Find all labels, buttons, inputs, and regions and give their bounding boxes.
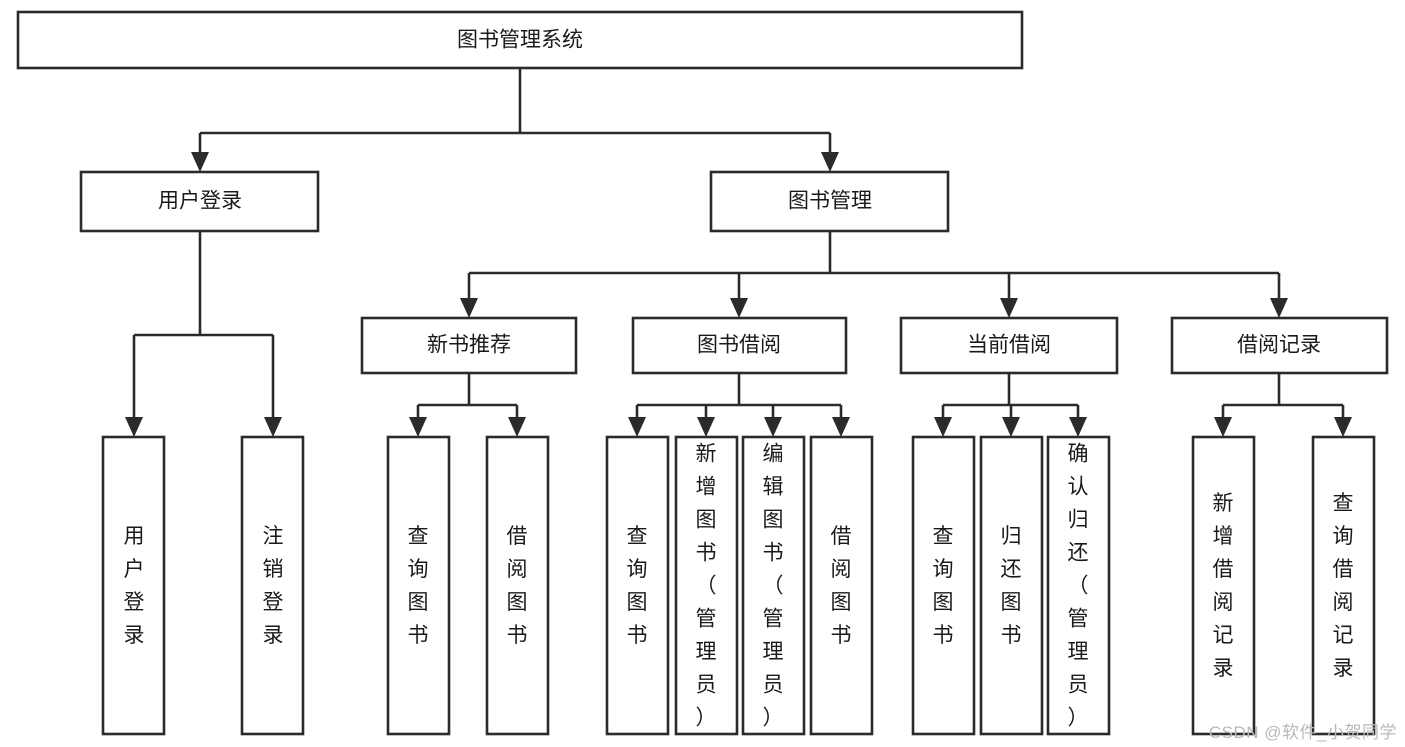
arrow-head-leaf-logout: [264, 417, 282, 437]
arrow-head-user-login: [191, 152, 209, 172]
node-leaf-query-borrow-record-label: 查询借阅记录: [1333, 492, 1354, 680]
node-leaf-query-book-recommend[interactable]: 查询图书: [386, 435, 451, 736]
arrow-head-new-book-recommend: [460, 298, 478, 318]
node-user-login[interactable]: 用户登录: [79, 170, 320, 233]
node-leaf-confirm-return[interactable]: 确认归还（管理员）: [1046, 435, 1111, 736]
node-leaf-query-book-recommend-box[interactable]: [386, 435, 451, 736]
node-leaf-return-book[interactable]: 归还图书: [979, 435, 1044, 736]
node-new-book-recommend[interactable]: 新书推荐: [360, 316, 578, 375]
node-leaf-add-borrow-record[interactable]: 新增借阅记录: [1191, 435, 1256, 736]
node-leaf-borrow-book-box[interactable]: [809, 435, 874, 736]
node-leaf-logout[interactable]: 注销登录: [240, 435, 305, 736]
arrow-head-leaf-return-book: [1002, 417, 1020, 437]
node-current-borrow[interactable]: 当前借阅: [899, 316, 1119, 375]
node-book-management-box[interactable]: [709, 170, 950, 233]
node-leaf-query-book-borrow-box[interactable]: [605, 435, 670, 736]
node-leaf-query-book-current-box[interactable]: [911, 435, 976, 736]
node-leaf-logout-label: 注销登录: [263, 525, 284, 647]
node-leaf-edit-book[interactable]: 编辑图书（管理员）: [741, 435, 806, 736]
node-new-book-recommend-label: 新书推荐: [427, 334, 511, 357]
node-new-book-recommend-box[interactable]: [360, 316, 578, 375]
arrow-head-leaf-query-book-current: [934, 417, 952, 437]
node-leaf-add-book[interactable]: 新增图书（管理员）: [674, 435, 739, 736]
node-book-management-label: 图书管理: [788, 190, 872, 213]
arrow-head-leaf-query-borrow-record: [1334, 417, 1352, 437]
node-leaf-confirm-return-box[interactable]: [1046, 435, 1111, 736]
node-leaf-borrow-book-label: 借阅图书: [831, 525, 852, 647]
arrow-head-leaf-query-book-recommend: [409, 417, 427, 437]
node-leaf-edit-book-box[interactable]: [741, 435, 806, 736]
node-leaf-user-login[interactable]: 用户登录: [101, 435, 166, 736]
node-leaf-user-login-label: 用户登录: [124, 525, 145, 647]
arrow-head-book-management: [821, 152, 839, 172]
node-leaf-logout-box[interactable]: [240, 435, 305, 736]
arrow-head-book-borrow: [730, 298, 748, 318]
node-borrow-record-box[interactable]: [1170, 316, 1389, 375]
node-current-borrow-box[interactable]: [899, 316, 1119, 375]
node-leaf-user-login-box[interactable]: [101, 435, 166, 736]
node-leaf-edit-book-label: 编辑图书（管理员）: [763, 443, 784, 730]
node-leaf-query-borrow-record-box[interactable]: [1311, 435, 1376, 736]
node-leaf-borrow-book-recommend[interactable]: 借阅图书: [485, 435, 550, 736]
node-book-management[interactable]: 图书管理: [709, 170, 950, 233]
node-leaf-add-book-box[interactable]: [674, 435, 739, 736]
node-book-borrow-box[interactable]: [631, 316, 848, 375]
arrow-head-current-borrow: [1000, 298, 1018, 318]
node-leaf-query-borrow-record[interactable]: 查询借阅记录: [1311, 435, 1376, 736]
node-user-login-label: 用户登录: [158, 190, 242, 213]
node-borrow-record-label: 借阅记录: [1237, 334, 1321, 357]
node-current-borrow-label: 当前借阅: [967, 334, 1051, 357]
node-book-borrow-label: 图书借阅: [697, 334, 781, 357]
node-leaf-query-book-current[interactable]: 查询图书: [911, 435, 976, 736]
arrow-head-leaf-add-book: [697, 417, 715, 437]
node-root-label: 图书管理系统: [457, 29, 583, 52]
node-root-box[interactable]: [16, 10, 1024, 70]
node-leaf-query-book-borrow-label: 查询图书: [627, 525, 648, 647]
node-book-borrow[interactable]: 图书借阅: [631, 316, 848, 375]
node-user-login-box[interactable]: [79, 170, 320, 233]
node-leaf-query-book-borrow[interactable]: 查询图书: [605, 435, 670, 736]
connector-layer: [125, 68, 1352, 437]
arrow-head-leaf-add-borrow-record: [1214, 417, 1232, 437]
arrow-head-leaf-borrow-book-recommend: [508, 417, 526, 437]
node-leaf-borrow-book-recommend-label: 借阅图书: [507, 525, 528, 647]
node-leaf-borrow-book[interactable]: 借阅图书: [809, 435, 874, 736]
node-leaf-add-borrow-record-label: 新增借阅记录: [1213, 492, 1234, 680]
node-leaf-return-book-box[interactable]: [979, 435, 1044, 736]
arrow-head-leaf-confirm-return: [1069, 417, 1087, 437]
node-borrow-record[interactable]: 借阅记录: [1170, 316, 1389, 375]
arrow-head-leaf-edit-book: [764, 417, 782, 437]
node-leaf-borrow-book-recommend-box[interactable]: [485, 435, 550, 736]
node-root[interactable]: 图书管理系统: [16, 10, 1024, 70]
arrow-head-leaf-user-login: [125, 417, 143, 437]
node-leaf-query-book-current-label: 查询图书: [933, 525, 954, 647]
node-leaf-confirm-return-label: 确认归还（管理员）: [1068, 443, 1089, 730]
arrow-head-leaf-borrow-book: [832, 417, 850, 437]
node-leaf-return-book-label: 归还图书: [1001, 525, 1022, 647]
node-leaf-add-borrow-record-box[interactable]: [1191, 435, 1256, 736]
arrow-head-leaf-query-book-borrow: [628, 417, 646, 437]
node-leaf-query-book-recommend-label: 查询图书: [408, 525, 429, 647]
arrow-head-borrow-record: [1270, 298, 1288, 318]
node-leaf-add-book-label: 新增图书（管理员）: [696, 443, 717, 730]
